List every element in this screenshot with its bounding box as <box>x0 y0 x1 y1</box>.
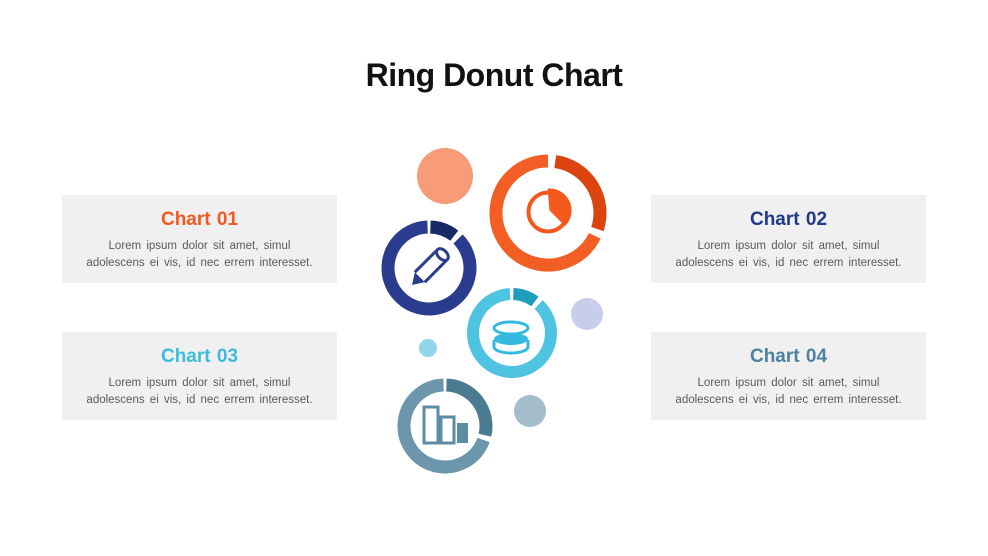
card-chart-02-body: Lorem ipsum dolor sit amet, simul adoles… <box>651 238 926 271</box>
card-chart-01-title: Chart 01 <box>160 209 239 230</box>
card-chart-04-body: Lorem ipsum dolor sit amet, simul adoles… <box>651 375 926 408</box>
card-body-line: adolescens ei vis, id nec errem interess… <box>86 256 313 269</box>
card-chart-03-body: Lorem ipsum dolor sit amet, simul adoles… <box>62 375 337 408</box>
small-cyan-dot <box>419 339 437 357</box>
page-title: Ring Donut Chart <box>365 57 623 94</box>
card-chart-01: Chart 01 Lorem ipsum dolor sit amet, sim… <box>62 195 337 283</box>
decorative-dots <box>417 148 603 427</box>
slate-dot <box>514 395 546 427</box>
card-body-line: adolescens ei vis, id nec errem interess… <box>675 256 902 269</box>
card-chart-02: Chart 02 Lorem ipsum dolor sit amet, sim… <box>651 195 926 283</box>
card-chart-03-title: Chart 03 <box>160 346 239 367</box>
card-body-line: Lorem ipsum dolor sit amet, simul <box>697 377 880 389</box>
lavender-dot <box>571 298 603 330</box>
card-chart-02-title: Chart 02 <box>749 209 828 230</box>
cyan-ring-segment <box>467 288 557 378</box>
pie-chart-icon <box>526 188 572 234</box>
card-body-line: adolescens ei vis, id nec errem interess… <box>86 393 313 406</box>
navy-ring-segment <box>381 220 477 316</box>
card-body-line: Lorem ipsum dolor sit amet, simul <box>108 377 291 389</box>
salmon-dot <box>417 148 473 204</box>
ring-donuts <box>381 154 607 474</box>
orange-ring-segment <box>554 155 607 232</box>
card-body-line: Lorem ipsum dolor sit amet, simul <box>697 240 880 252</box>
database-icon <box>492 320 530 355</box>
bar-chart-icon <box>422 405 468 445</box>
card-body-line: Lorem ipsum dolor sit amet, simul <box>108 240 291 252</box>
steel-ring-segment <box>397 378 490 474</box>
card-chart-01-body: Lorem ipsum dolor sit amet, simul adoles… <box>62 238 337 271</box>
card-chart-03: Chart 03 Lorem ipsum dolor sit amet, sim… <box>62 332 337 420</box>
navy-ring-segment <box>429 220 459 242</box>
steel-ring-segment <box>445 378 493 437</box>
card-chart-04-title: Chart 04 <box>749 346 828 367</box>
cyan-ring-segment <box>512 288 539 307</box>
pencil-icon <box>412 247 450 285</box>
card-chart-04: Chart 04 Lorem ipsum dolor sit amet, sim… <box>651 332 926 420</box>
orange-ring-segment <box>489 154 601 272</box>
card-body-line: adolescens ei vis, id nec errem interess… <box>675 393 902 406</box>
